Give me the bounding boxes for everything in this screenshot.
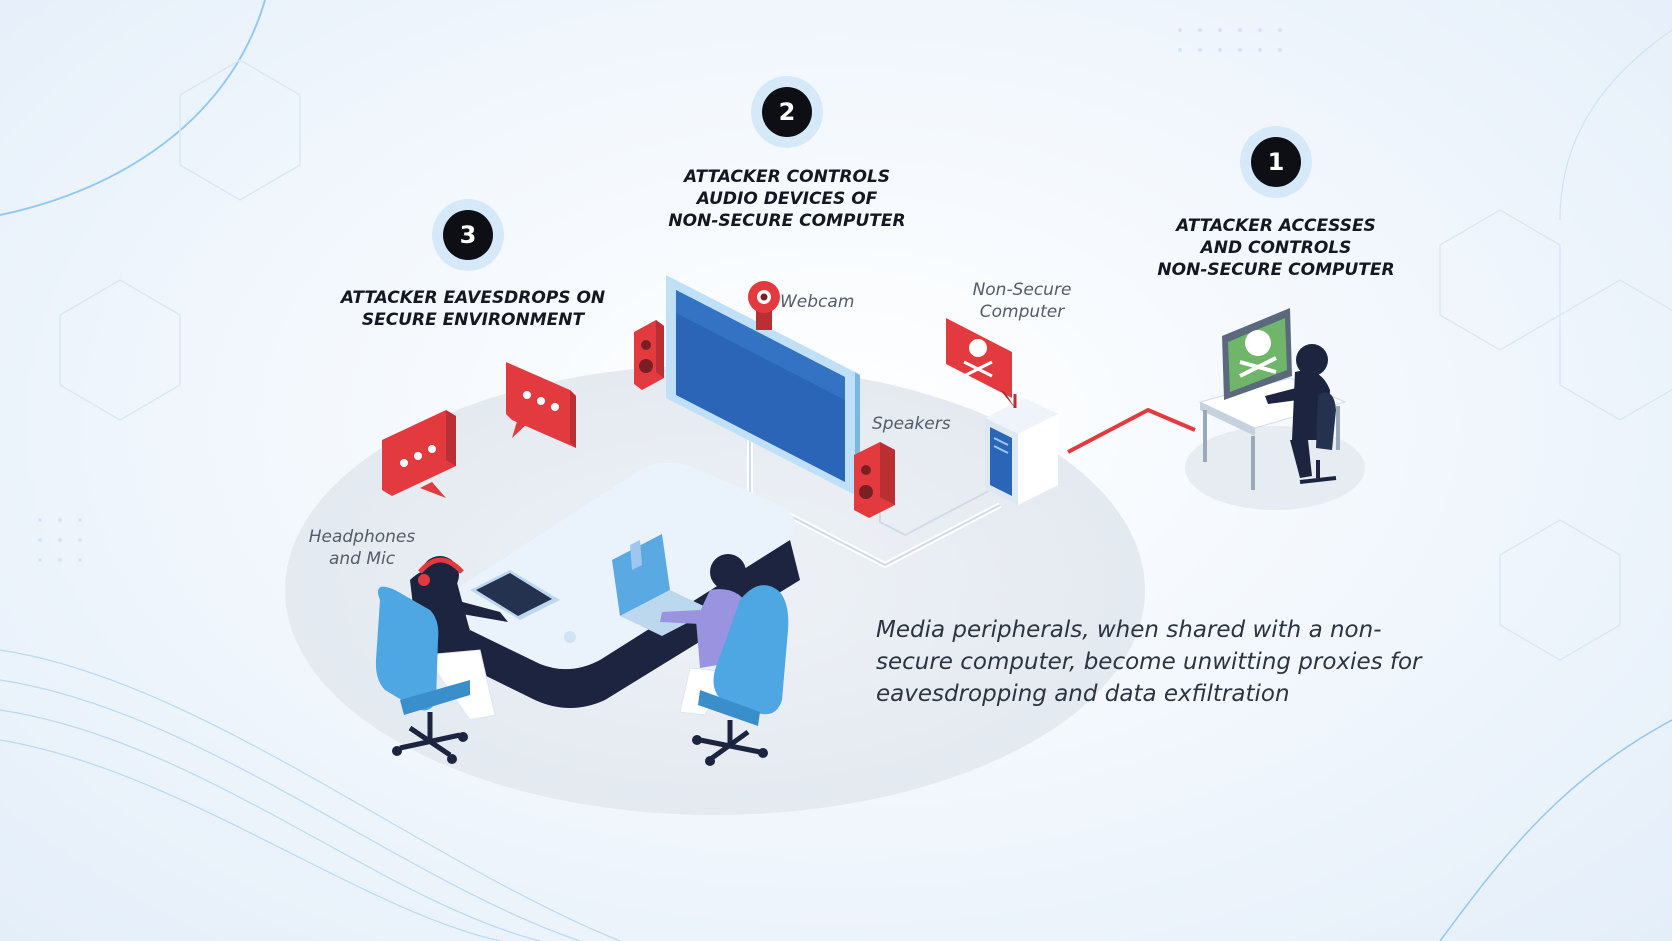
diagram-caption: Media peripherals, when shared with a no… — [876, 617, 1422, 707]
step-3-badge: 3 — [432, 199, 504, 271]
step-2-title: ATTACKER CONTROLS AUDIO DEVICES OF NON-S… — [668, 167, 906, 231]
step-1-title: ATTACKER ACCESSES AND CONTROLS NON-SECUR… — [1157, 216, 1395, 280]
step-2-badge: 2 — [751, 76, 823, 148]
speakers-label: Speakers — [872, 414, 951, 434]
step-1-number: 1 — [1251, 137, 1301, 187]
computer-tower-icon — [985, 398, 1058, 505]
non-secure-computer-label: Non-Secure Computer — [972, 280, 1072, 322]
headphones-label: Headphones and Mic — [308, 527, 416, 569]
step-3-number: 3 — [443, 210, 493, 260]
monitor-icon — [666, 275, 860, 498]
speaker-icon — [634, 320, 664, 390]
step-3-title: ATTACKER EAVESDROPS ON SECURE ENVIRONMEN… — [340, 288, 606, 330]
webcam-icon — [748, 281, 780, 330]
step-2-number: 2 — [762, 87, 812, 137]
hacker-icon — [1198, 308, 1347, 490]
skull-crossbones-icon — [946, 318, 1017, 408]
speech-bubble-icon — [382, 410, 456, 498]
person-laptop — [660, 554, 750, 716]
office-chair — [375, 586, 470, 764]
speaker-icon — [854, 442, 895, 518]
speech-bubble-icon — [506, 362, 576, 448]
webcam-label: Webcam — [780, 292, 855, 312]
office-chair — [692, 585, 789, 766]
step-1-badge: 1 — [1240, 126, 1312, 198]
